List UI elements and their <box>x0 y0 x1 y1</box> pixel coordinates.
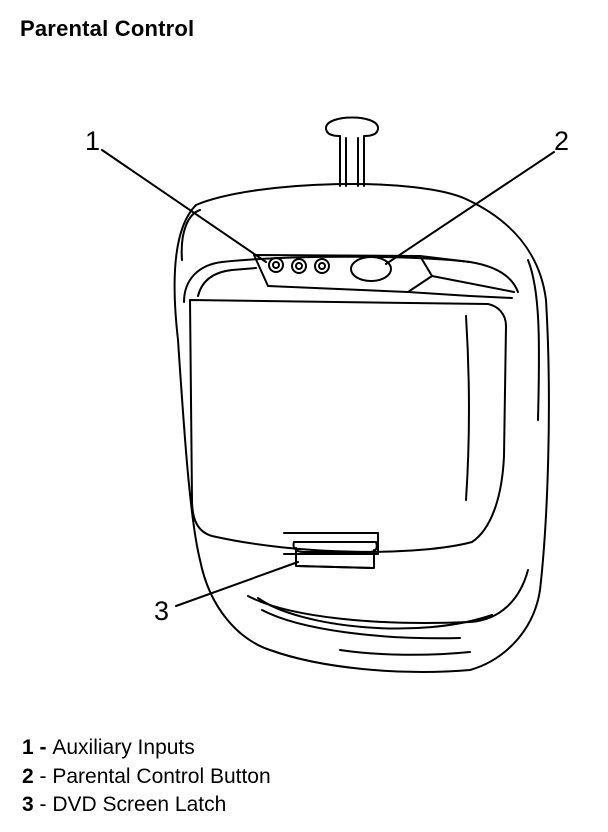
callout-3: 3 <box>154 596 169 626</box>
leader-lines <box>101 149 555 607</box>
legend-separator: - <box>33 736 53 759</box>
legend-number: 2 <box>22 764 34 788</box>
leader-line-1 <box>101 149 267 263</box>
legend-label: Parental Control Button <box>52 764 271 788</box>
legend-label: Auxiliary Inputs <box>52 736 195 759</box>
legend-number: 1 <box>22 736 34 759</box>
callout-1: 1 <box>85 126 100 156</box>
dvd-screen-latch <box>283 532 379 569</box>
legend-item: 1 - Auxiliary Inputs <box>22 734 271 763</box>
legend-number: 3 <box>22 793 34 816</box>
leader-line-2 <box>385 151 555 265</box>
housing-shell <box>173 182 550 673</box>
legend: 1 - Auxiliary Inputs 2 - Parental Contro… <box>22 734 271 820</box>
leader-line-3 <box>175 561 299 607</box>
legend-item: 2 - Parental Control Button <box>22 763 271 792</box>
callout-2: 2 <box>554 126 569 156</box>
top-bezel <box>183 254 519 303</box>
mounting-post <box>325 116 379 187</box>
parental-control-button <box>350 256 392 282</box>
legend-separator: - <box>33 793 53 816</box>
page-title: Parental Control <box>20 16 195 41</box>
auxiliary-inputs <box>268 257 330 274</box>
legend-separator: - <box>33 764 53 788</box>
dvd-screen-panel <box>189 299 507 553</box>
legend-label: DVD Screen Latch <box>52 793 227 816</box>
legend-item: 3 - DVD Screen Latch <box>22 791 271 820</box>
